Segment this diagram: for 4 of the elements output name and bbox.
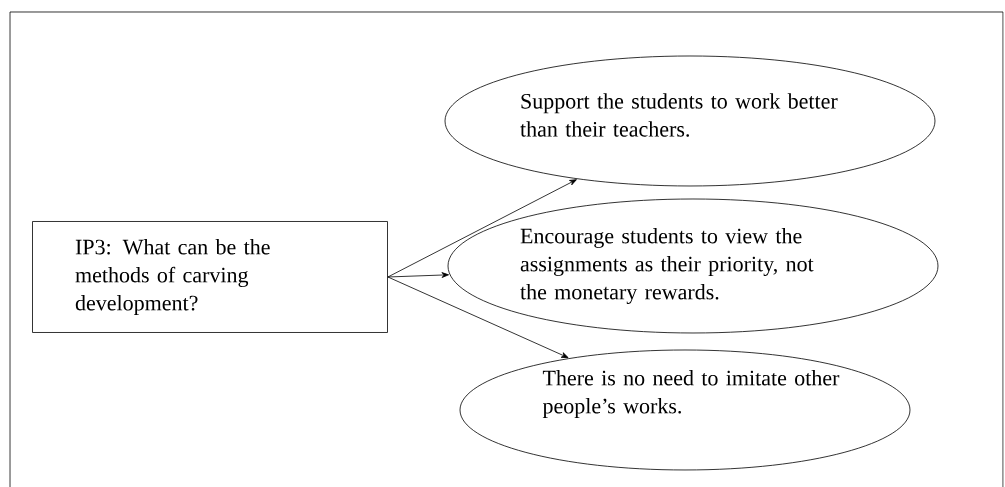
- arrow: [387, 179, 577, 278]
- arrow: [387, 276, 569, 359]
- question-box: IP3: What can be the methods of carving development?: [32, 221, 388, 333]
- arrow: [387, 272, 449, 278]
